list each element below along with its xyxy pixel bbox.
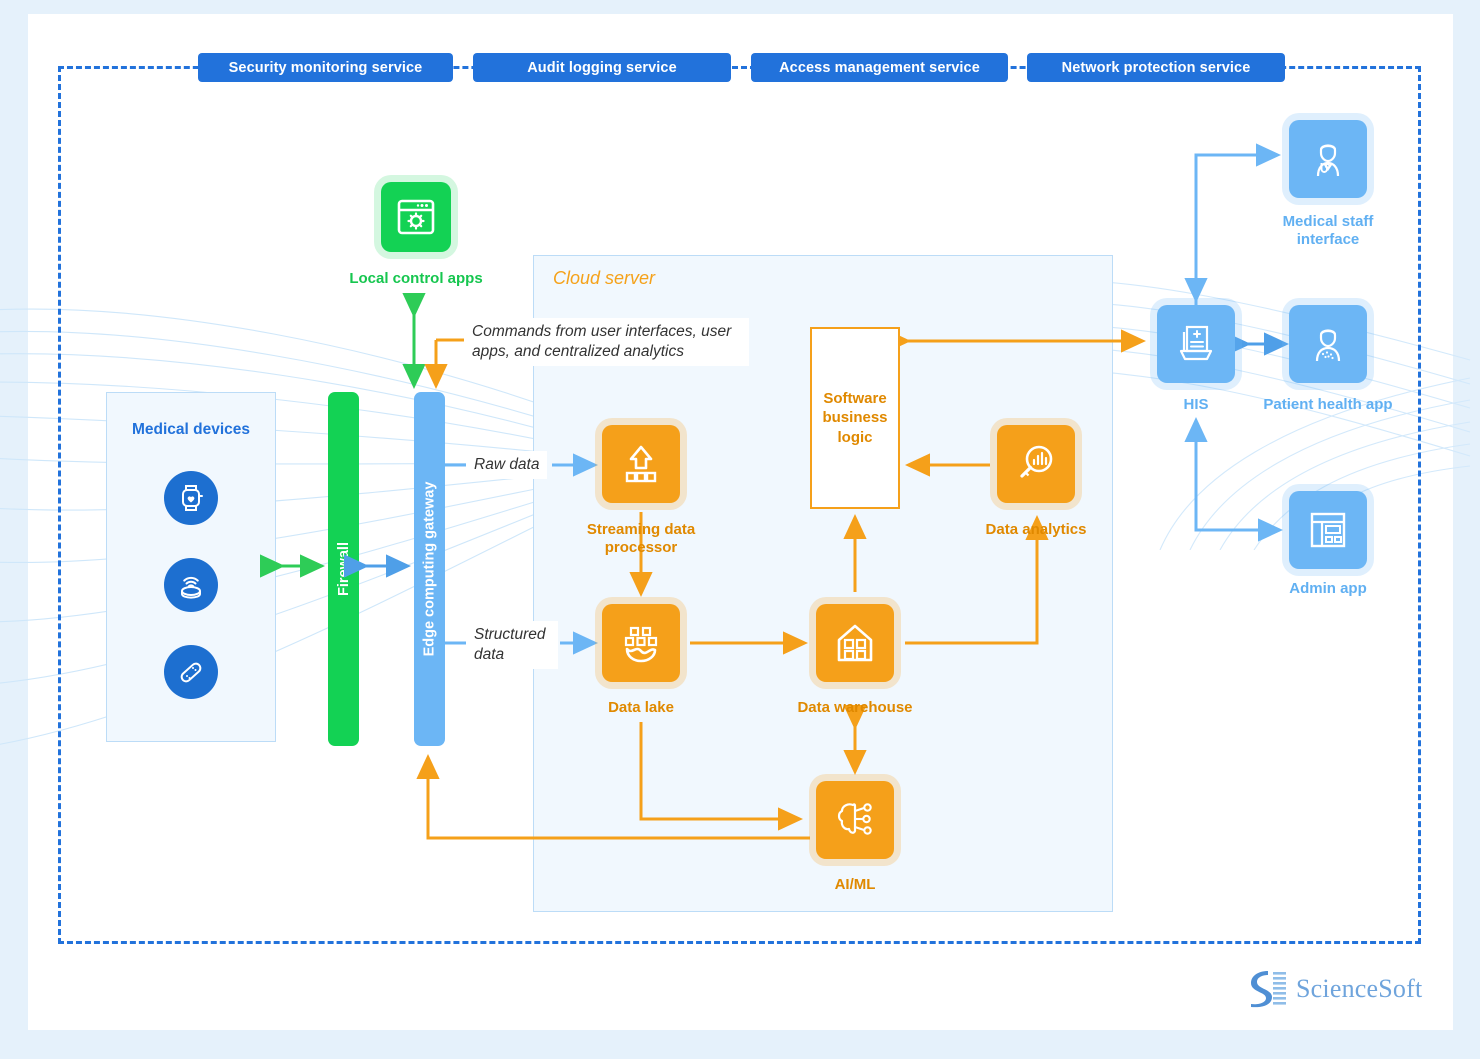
edge-gateway-bar[interactable]: Edge computing gateway (414, 392, 445, 746)
dashboard-layout-icon (1310, 512, 1346, 548)
data-analytics-icon[interactable] (997, 425, 1075, 503)
magnifier-chart-icon (1020, 445, 1053, 478)
patient-icon (1315, 329, 1341, 362)
doctor-icon (1316, 144, 1340, 177)
sciencesoft-logo-text: ScienceSoft (1296, 974, 1423, 1003)
smartwatch-icon (182, 485, 203, 511)
security-perimeter (58, 66, 1421, 944)
wireless-device-icon (181, 576, 201, 599)
data-lake-icon (624, 626, 658, 663)
chip-audit-logging[interactable]: Audit logging service (473, 53, 731, 82)
patient-health-app-label: Patient health app (1263, 396, 1393, 413)
medical-devices-title: Medical devices (131, 421, 251, 438)
patient-health-app-icon[interactable] (1289, 305, 1367, 383)
data-warehouse-label: Data warehouse (797, 699, 913, 716)
warehouse-building-icon (837, 624, 873, 662)
data-lake-icon[interactable] (602, 604, 680, 682)
software-business-logic-box[interactable]: Software business logic (810, 327, 900, 509)
chip-network-protection[interactable]: Network protection service (1027, 53, 1285, 82)
brain-network-icon (837, 803, 872, 835)
sciencesoft-logo: ScienceSoft (1248, 968, 1422, 1010)
sciencesoft-s-icon (1251, 971, 1286, 1008)
admin-app-label: Admin app (1289, 580, 1367, 597)
browser-gear-icon (397, 199, 435, 235)
smartwatch-heart-icon[interactable] (164, 471, 218, 525)
streaming-data-processor-label: Streaming data processor (586, 521, 696, 556)
medical-record-icon (1179, 325, 1213, 361)
wearable-patch-icon[interactable] (164, 645, 218, 699)
streaming-data-processor-icon[interactable] (602, 425, 680, 503)
ai-ml-label: AI/ML (834, 876, 876, 893)
medical-staff-interface-icon[interactable] (1289, 120, 1367, 198)
structured-data-label: Structured data (466, 621, 558, 670)
data-lake-label: Data lake (608, 699, 674, 716)
security-services-row: Security monitoring service Audit loggin… (0, 53, 1480, 82)
background-curves-left (0, 308, 700, 745)
local-control-apps-label: Local control apps (349, 270, 483, 287)
chip-security-monitoring[interactable]: Security monitoring service (198, 53, 453, 82)
his-icon[interactable] (1157, 305, 1235, 383)
his-label: HIS (1183, 396, 1209, 413)
data-analytics-label: Data analytics (985, 521, 1087, 538)
wireless-sensor-icon[interactable] (164, 558, 218, 612)
software-business-logic-label: Software business logic (822, 389, 888, 446)
data-warehouse-icon[interactable] (816, 604, 894, 682)
raw-data-label: Raw data (466, 451, 548, 480)
commands-note: Commands from user interfaces, user apps… (464, 318, 749, 367)
upload-arrow-icon (625, 445, 657, 483)
ai-ml-icon[interactable] (816, 781, 894, 859)
admin-app-icon[interactable] (1289, 491, 1367, 569)
cloud-server-title: Cloud server (553, 268, 656, 288)
patch-icon (180, 662, 202, 683)
local-control-apps-icon[interactable] (381, 182, 451, 252)
chip-access-management[interactable]: Access management service (751, 53, 1008, 82)
medical-staff-interface-label: Medical staff interface (1282, 213, 1374, 248)
